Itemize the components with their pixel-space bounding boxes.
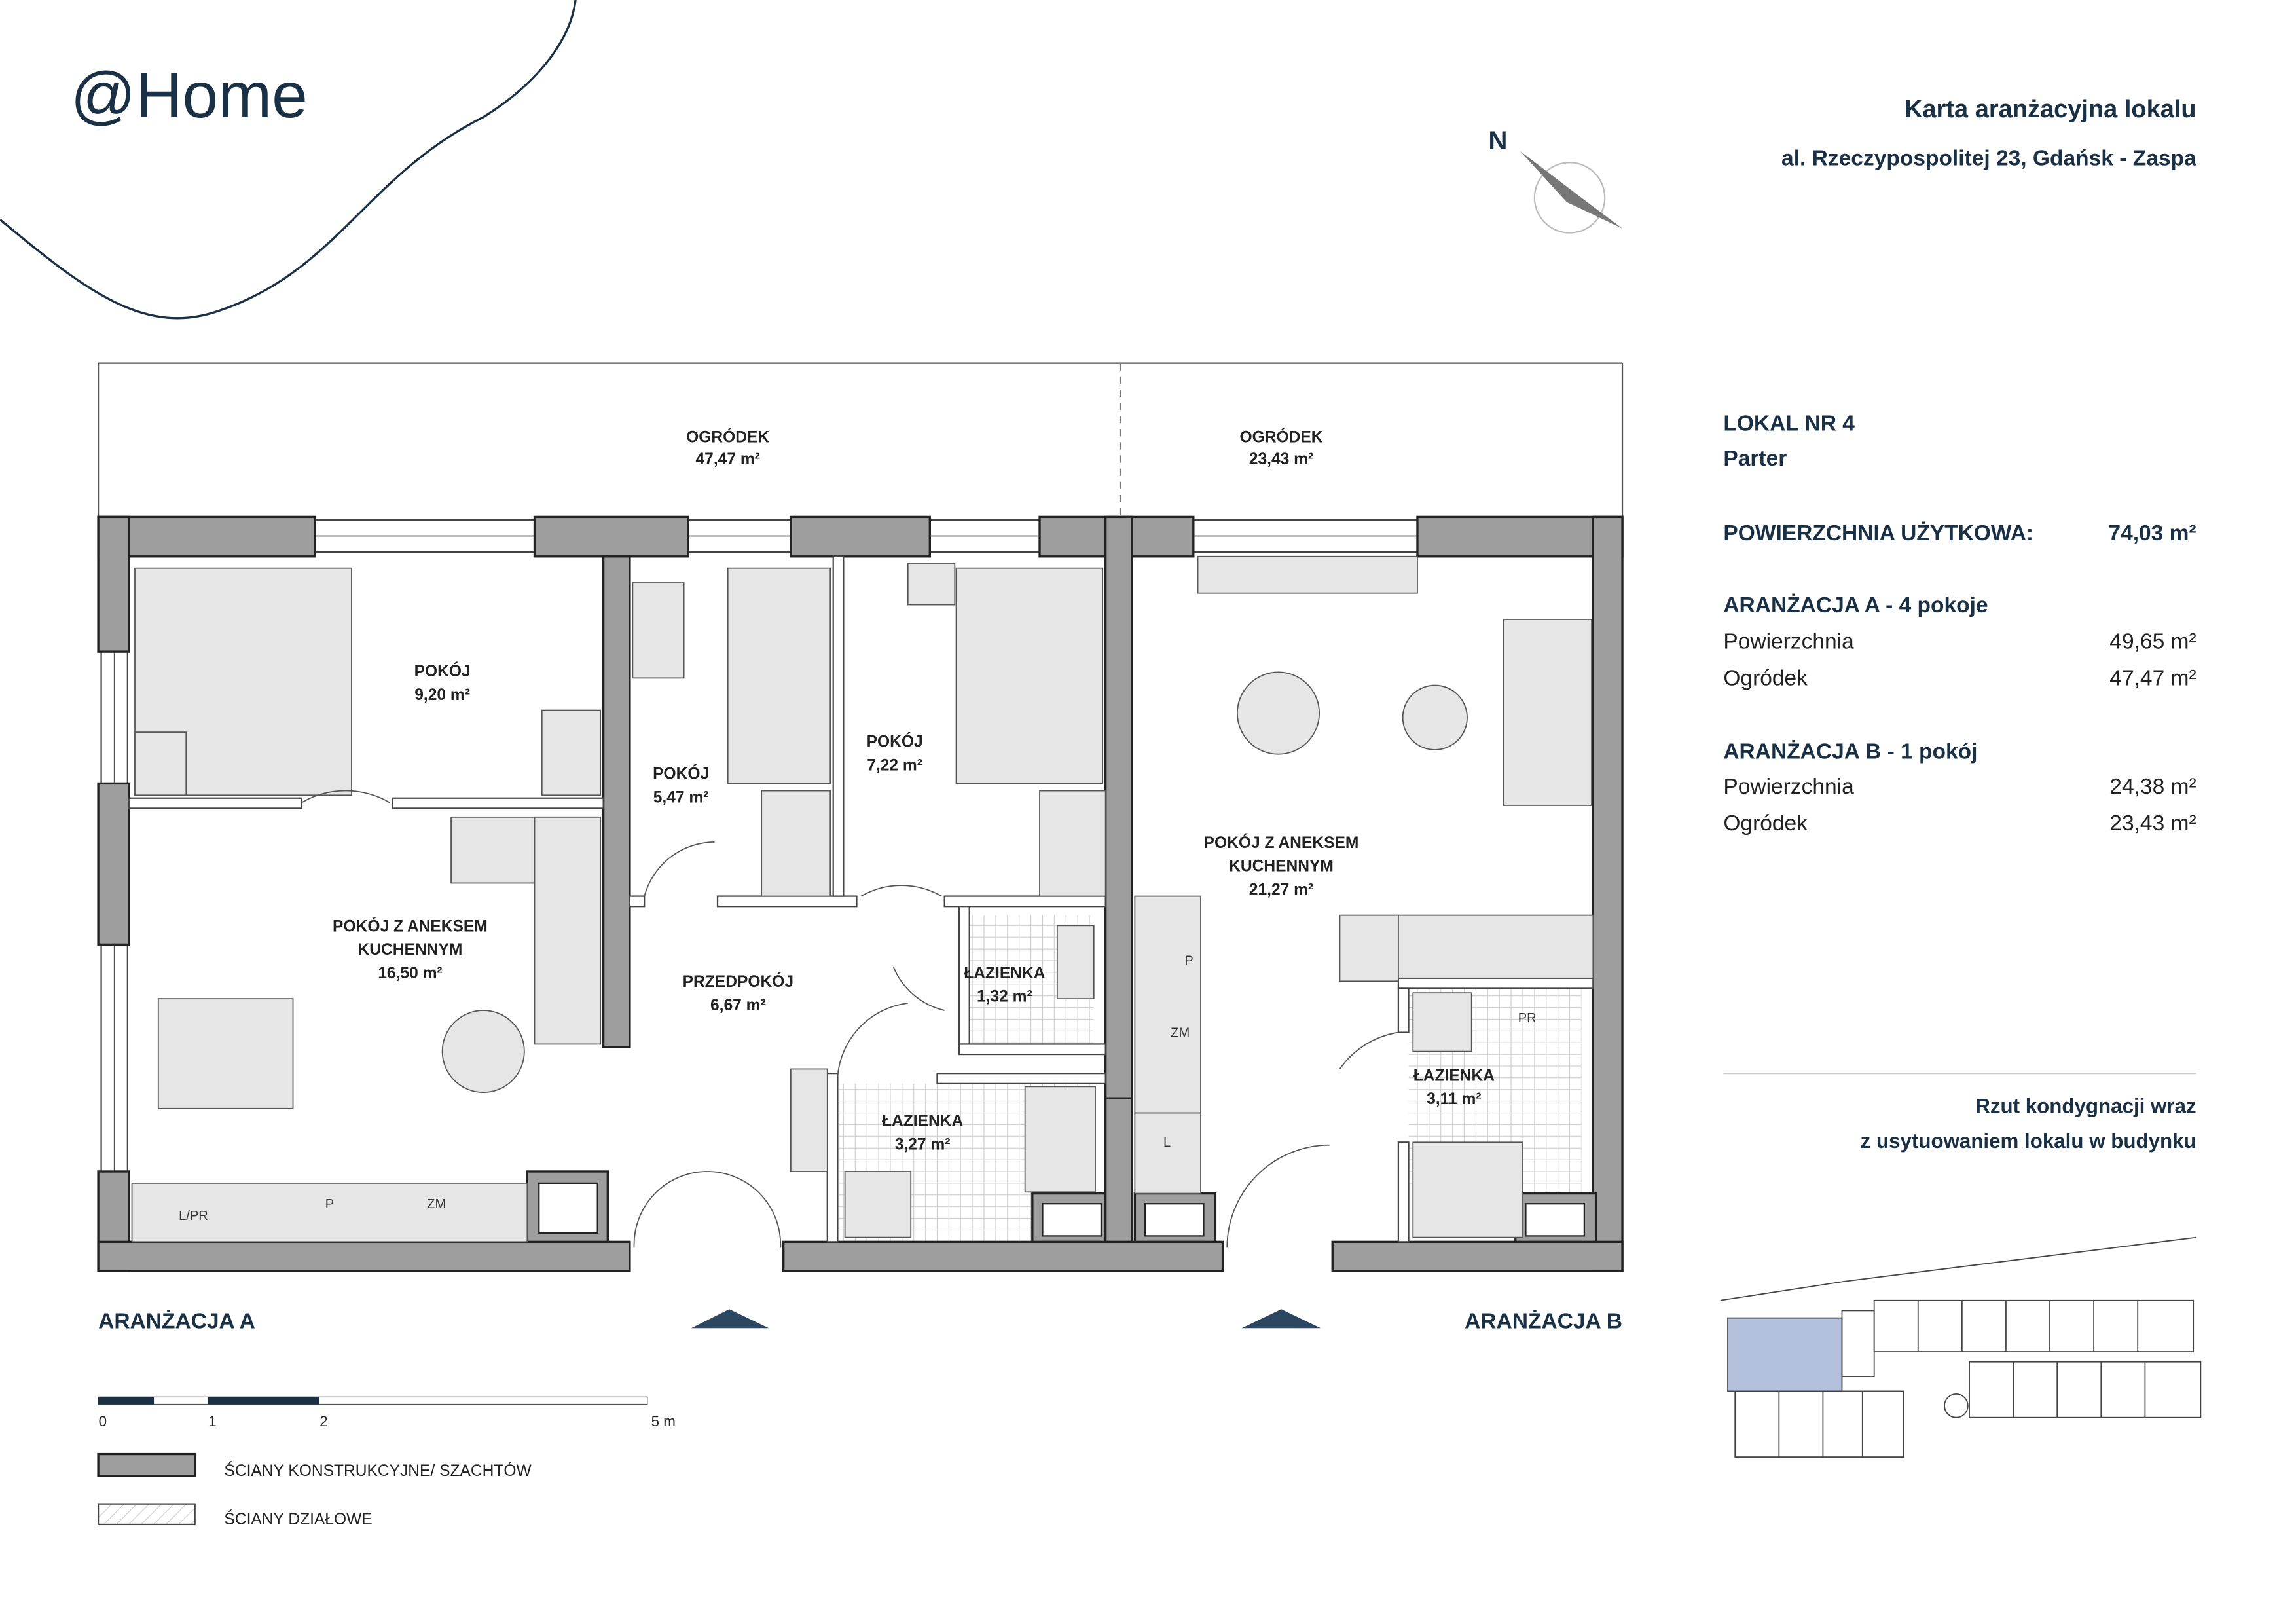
svg-text:1,32 m²: 1,32 m² <box>977 988 1032 1006</box>
legend-partition-swatch <box>97 1503 196 1526</box>
svg-text:ARANŻACJA A - 4 pokoje: ARANŻACJA A - 4 pokoje <box>1723 593 1988 618</box>
svg-text:Rzut kondygnacji wraz: Rzut kondygnacji wraz <box>1975 1095 2196 1118</box>
room-przedpokoj: PRZEDPOKÓJ 6,67 m² <box>683 972 793 1014</box>
address: al. Rzeczypospolitej 23, Gdańsk - Zaspa <box>1781 147 2196 171</box>
svg-text:POKÓJ Z ANEKSEM: POKÓJ Z ANEKSEM <box>333 917 488 935</box>
fixture-pr: PR <box>1518 1011 1537 1025</box>
fixture-p: P <box>325 1197 334 1211</box>
fixture-p: P <box>1184 954 1193 969</box>
svg-text:ŁAZIENKA: ŁAZIENKA <box>1413 1067 1495 1084</box>
furniture <box>131 555 1594 1243</box>
svg-text:KUCHENNYM: KUCHENNYM <box>1229 858 1334 876</box>
highlighted-unit <box>1727 1317 1843 1392</box>
svg-text:1: 1 <box>208 1413 216 1430</box>
svg-text:PRZEDPOKÓJ: PRZEDPOKÓJ <box>683 972 793 991</box>
svg-text:3,27 m²: 3,27 m² <box>895 1135 951 1153</box>
svg-text:2: 2 <box>319 1413 327 1430</box>
svg-text:Ogródek: Ogródek <box>1723 811 1808 836</box>
svg-text:9,20 m²: 9,20 m² <box>414 686 470 704</box>
svg-text:7,22 m²: 7,22 m² <box>867 756 922 774</box>
variant-b-label: ARANŻACJA B <box>1465 1309 1622 1333</box>
svg-text:POKÓJ Z ANEKSEM: POKÓJ Z ANEKSEM <box>1204 834 1359 852</box>
svg-text:OGRÓDEK: OGRÓDEK <box>686 428 769 446</box>
brand-logo: @Home <box>71 59 308 131</box>
legend-structural-swatch <box>97 1452 196 1477</box>
svg-text:49,65 m²: 49,65 m² <box>2109 630 2196 654</box>
fixture-zm: ZM <box>1171 1025 1190 1040</box>
garden-area: OGRÓDEK 47,47 m² OGRÓDEK 23,43 m² <box>97 362 1624 517</box>
svg-text:LOKAL NR 4: LOKAL NR 4 <box>1723 411 1855 435</box>
svg-text:POKÓJ: POKÓJ <box>414 662 471 680</box>
room-aneks-a: POKÓJ Z ANEKSEM KUCHENNYM 16,50 m² <box>333 917 488 982</box>
svg-text:POKÓJ: POKÓJ <box>867 732 923 750</box>
entrance-arrow-icon <box>1241 1309 1321 1329</box>
svg-text:47,47 m²: 47,47 m² <box>696 451 760 468</box>
svg-text:ŁAZIENKA: ŁAZIENKA <box>882 1113 963 1130</box>
svg-text:Powierzchnia: Powierzchnia <box>1723 630 1854 654</box>
svg-text:z usytuowaniem lokalu w budynk: z usytuowaniem lokalu w budynku <box>1861 1130 2196 1153</box>
room-aneks-b: POKÓJ Z ANEKSEM KUCHENNYM 21,27 m² <box>1204 834 1359 899</box>
fixture-l: L <box>1163 1135 1171 1150</box>
svg-text:POWIERZCHNIA UŻYTKOWA:: POWIERZCHNIA UŻYTKOWA: <box>1723 521 2033 545</box>
svg-text:KUCHENNYM: KUCHENNYM <box>358 941 463 959</box>
svg-text:16,50 m²: 16,50 m² <box>378 965 442 982</box>
svg-text:74,03 m²: 74,03 m² <box>2108 521 2196 545</box>
compass-circle <box>1533 162 1606 234</box>
variant-a-label: ARANŻACJA A <box>98 1309 255 1333</box>
svg-text:5,47 m²: 5,47 m² <box>653 788 709 806</box>
svg-text:Powierzchnia: Powierzchnia <box>1723 775 1854 799</box>
svg-text:47,47 m²: 47,47 m² <box>2109 667 2196 691</box>
svg-text:6,67 m²: 6,67 m² <box>710 997 766 1014</box>
svg-text:21,27 m²: 21,27 m² <box>1249 881 1313 898</box>
doors <box>301 790 1399 1248</box>
legend-structural-label: ŚCIANY KONSTRUKCYJNE/ SZACHTÓW <box>224 1462 532 1480</box>
room-lazienka-327: ŁAZIENKA 3,27 m² <box>882 1113 963 1154</box>
room-pokoj-920: POKÓJ 9,20 m² <box>414 662 471 704</box>
site-plan-thumbnail <box>1720 1236 2202 1458</box>
sheet-title: Karta aranżacyjna lokalu <box>1904 96 2196 123</box>
decorative-curve <box>0 0 577 320</box>
room-pokoj-547: POKÓJ 5,47 m² <box>653 765 709 807</box>
svg-text:23,43 m²: 23,43 m² <box>1249 451 1313 468</box>
svg-text:Ogródek: Ogródek <box>1723 667 1808 691</box>
svg-text:0: 0 <box>99 1413 107 1430</box>
svg-text:ŁAZIENKA: ŁAZIENKA <box>964 965 1045 982</box>
info-panel: LOKAL NR 4 Parter POWIERZCHNIA UŻYTKOWA:… <box>1723 411 2196 1153</box>
legend-partition-label: ŚCIANY DZIAŁOWE <box>224 1510 372 1528</box>
svg-text:N: N <box>1488 126 1507 155</box>
partition-walls <box>128 555 1594 1243</box>
svg-text:5 m: 5 m <box>651 1413 676 1430</box>
room-pokoj-722: POKÓJ 7,22 m² <box>867 732 923 774</box>
svg-text:OGRÓDEK: OGRÓDEK <box>1239 428 1322 446</box>
svg-text:POKÓJ: POKÓJ <box>653 765 709 783</box>
svg-text:Parter: Parter <box>1723 447 1787 471</box>
fixture-zm: ZM <box>427 1197 446 1211</box>
compass: N <box>1488 126 1623 234</box>
svg-text:3,11 m²: 3,11 m² <box>1427 1090 1481 1108</box>
room-lazienka-311: ŁAZIENKA 3,11 m² <box>1413 1067 1495 1108</box>
room-lazienka-132: ŁAZIENKA 1,32 m² <box>964 965 1045 1006</box>
svg-text:24,38 m²: 24,38 m² <box>2109 775 2196 799</box>
entrance-arrow-icon <box>691 1309 769 1329</box>
svg-text:23,43 m²: 23,43 m² <box>2109 811 2196 836</box>
svg-text:ARANŻACJA B - 1 pokój: ARANŻACJA B - 1 pokój <box>1723 739 1977 764</box>
fixture-lpr: L/PR <box>179 1209 208 1223</box>
scale-bar: 0 1 2 5 m <box>98 1396 676 1430</box>
